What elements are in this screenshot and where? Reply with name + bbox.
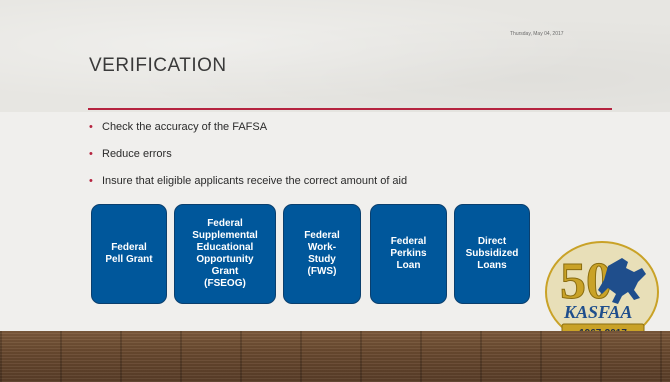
box-line: Study [308,254,336,265]
box-line: Work- [307,242,337,253]
box-line: Supplemental [192,230,258,241]
box-line: (FWS) [307,266,337,277]
bullet-item: • Check the accuracy of the FAFSA [89,120,407,147]
bullet-item: • Reduce errors [89,147,407,174]
box-perkins-loan: Federal Perkins Loan [370,204,447,304]
box-direct-subsidized-loans: Direct Subsidized Loans [454,204,530,304]
box-line: Opportunity [196,254,254,265]
kasfaa-50th-logo: 50 KASFAA 1967-2017 [545,241,659,343]
box-pell-grant: Federal Pell Grant [91,204,167,304]
box-line: Perkins [390,248,427,259]
box-line: Subsidized [465,248,519,259]
bullet-icon: • [89,148,93,160]
slide-title: VERIFICATION [89,55,227,76]
bullet-text: Insure that eligible applicants receive … [102,175,408,187]
box-line: (FSEOG) [204,278,246,289]
box-line: Loan [396,260,421,271]
box-line: Federal [111,242,147,253]
slide-date: Thursday, May 04, 2017 [510,31,564,37]
bullet-item: • Insure that eligible applicants receive… [89,174,407,201]
horse-icon [598,258,646,304]
bullet-text: Reduce errors [102,148,172,160]
box-fws: Federal Work- Study (FWS) [283,204,361,304]
box-line: Pell Grant [105,254,153,265]
logo-name: KASFAA [563,302,632,322]
box-line: Loans [477,260,507,271]
box-line: Direct [477,236,507,247]
bullet-text: Check the accuracy of the FAFSA [102,121,268,133]
bullet-icon: • [89,121,93,133]
box-fseog: Federal Supplemental Educational Opportu… [174,204,276,304]
slide-header [0,0,670,112]
box-line: Federal [390,236,427,247]
box-line: Federal [304,230,340,241]
bullet-icon: • [89,175,93,187]
wood-floor-background [0,331,670,382]
box-line: Federal [207,218,243,229]
box-line: Grant [211,266,239,277]
bullet-list: • Check the accuracy of the FAFSA • Reduce… [89,120,407,201]
title-divider [88,108,612,110]
box-line: Educational [196,242,254,253]
